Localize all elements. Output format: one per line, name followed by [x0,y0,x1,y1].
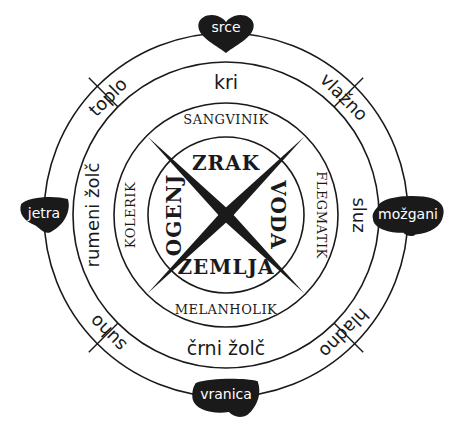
outer-ring [44,33,408,397]
element-name: ZEMLJA [177,256,274,278]
humour-name: rumeni žolč [83,163,103,268]
brain-organ: možgani [370,194,446,237]
element-name: ZRAK [192,152,260,174]
organ-name: vranica [190,386,262,402]
humour-name: sluz [349,197,369,232]
humour-name: kri [214,72,238,93]
element-ring [148,137,304,293]
cross-arm [148,137,305,294]
organ-name: možgani [370,206,446,222]
temperament-name: SANGVINIK [183,113,268,127]
cross-arm [148,137,305,294]
organ-name: jetra [18,205,71,221]
element-name: VODA [267,180,289,249]
humour-ring [114,103,338,327]
organ-name: srce [196,19,256,35]
quality-ring [73,62,379,368]
temperament-name: MELANHOLIK [175,303,278,317]
heart-organ: srce [196,13,256,54]
spleen-organ: vranica [190,376,262,419]
element-name: OGENJ [163,174,185,257]
temperament-name: KOLERIK [124,182,138,248]
humour-name: črni žolč [187,338,266,359]
temperament-name: FLEGMATIK [314,171,328,259]
liver-organ: jetra [18,195,71,236]
